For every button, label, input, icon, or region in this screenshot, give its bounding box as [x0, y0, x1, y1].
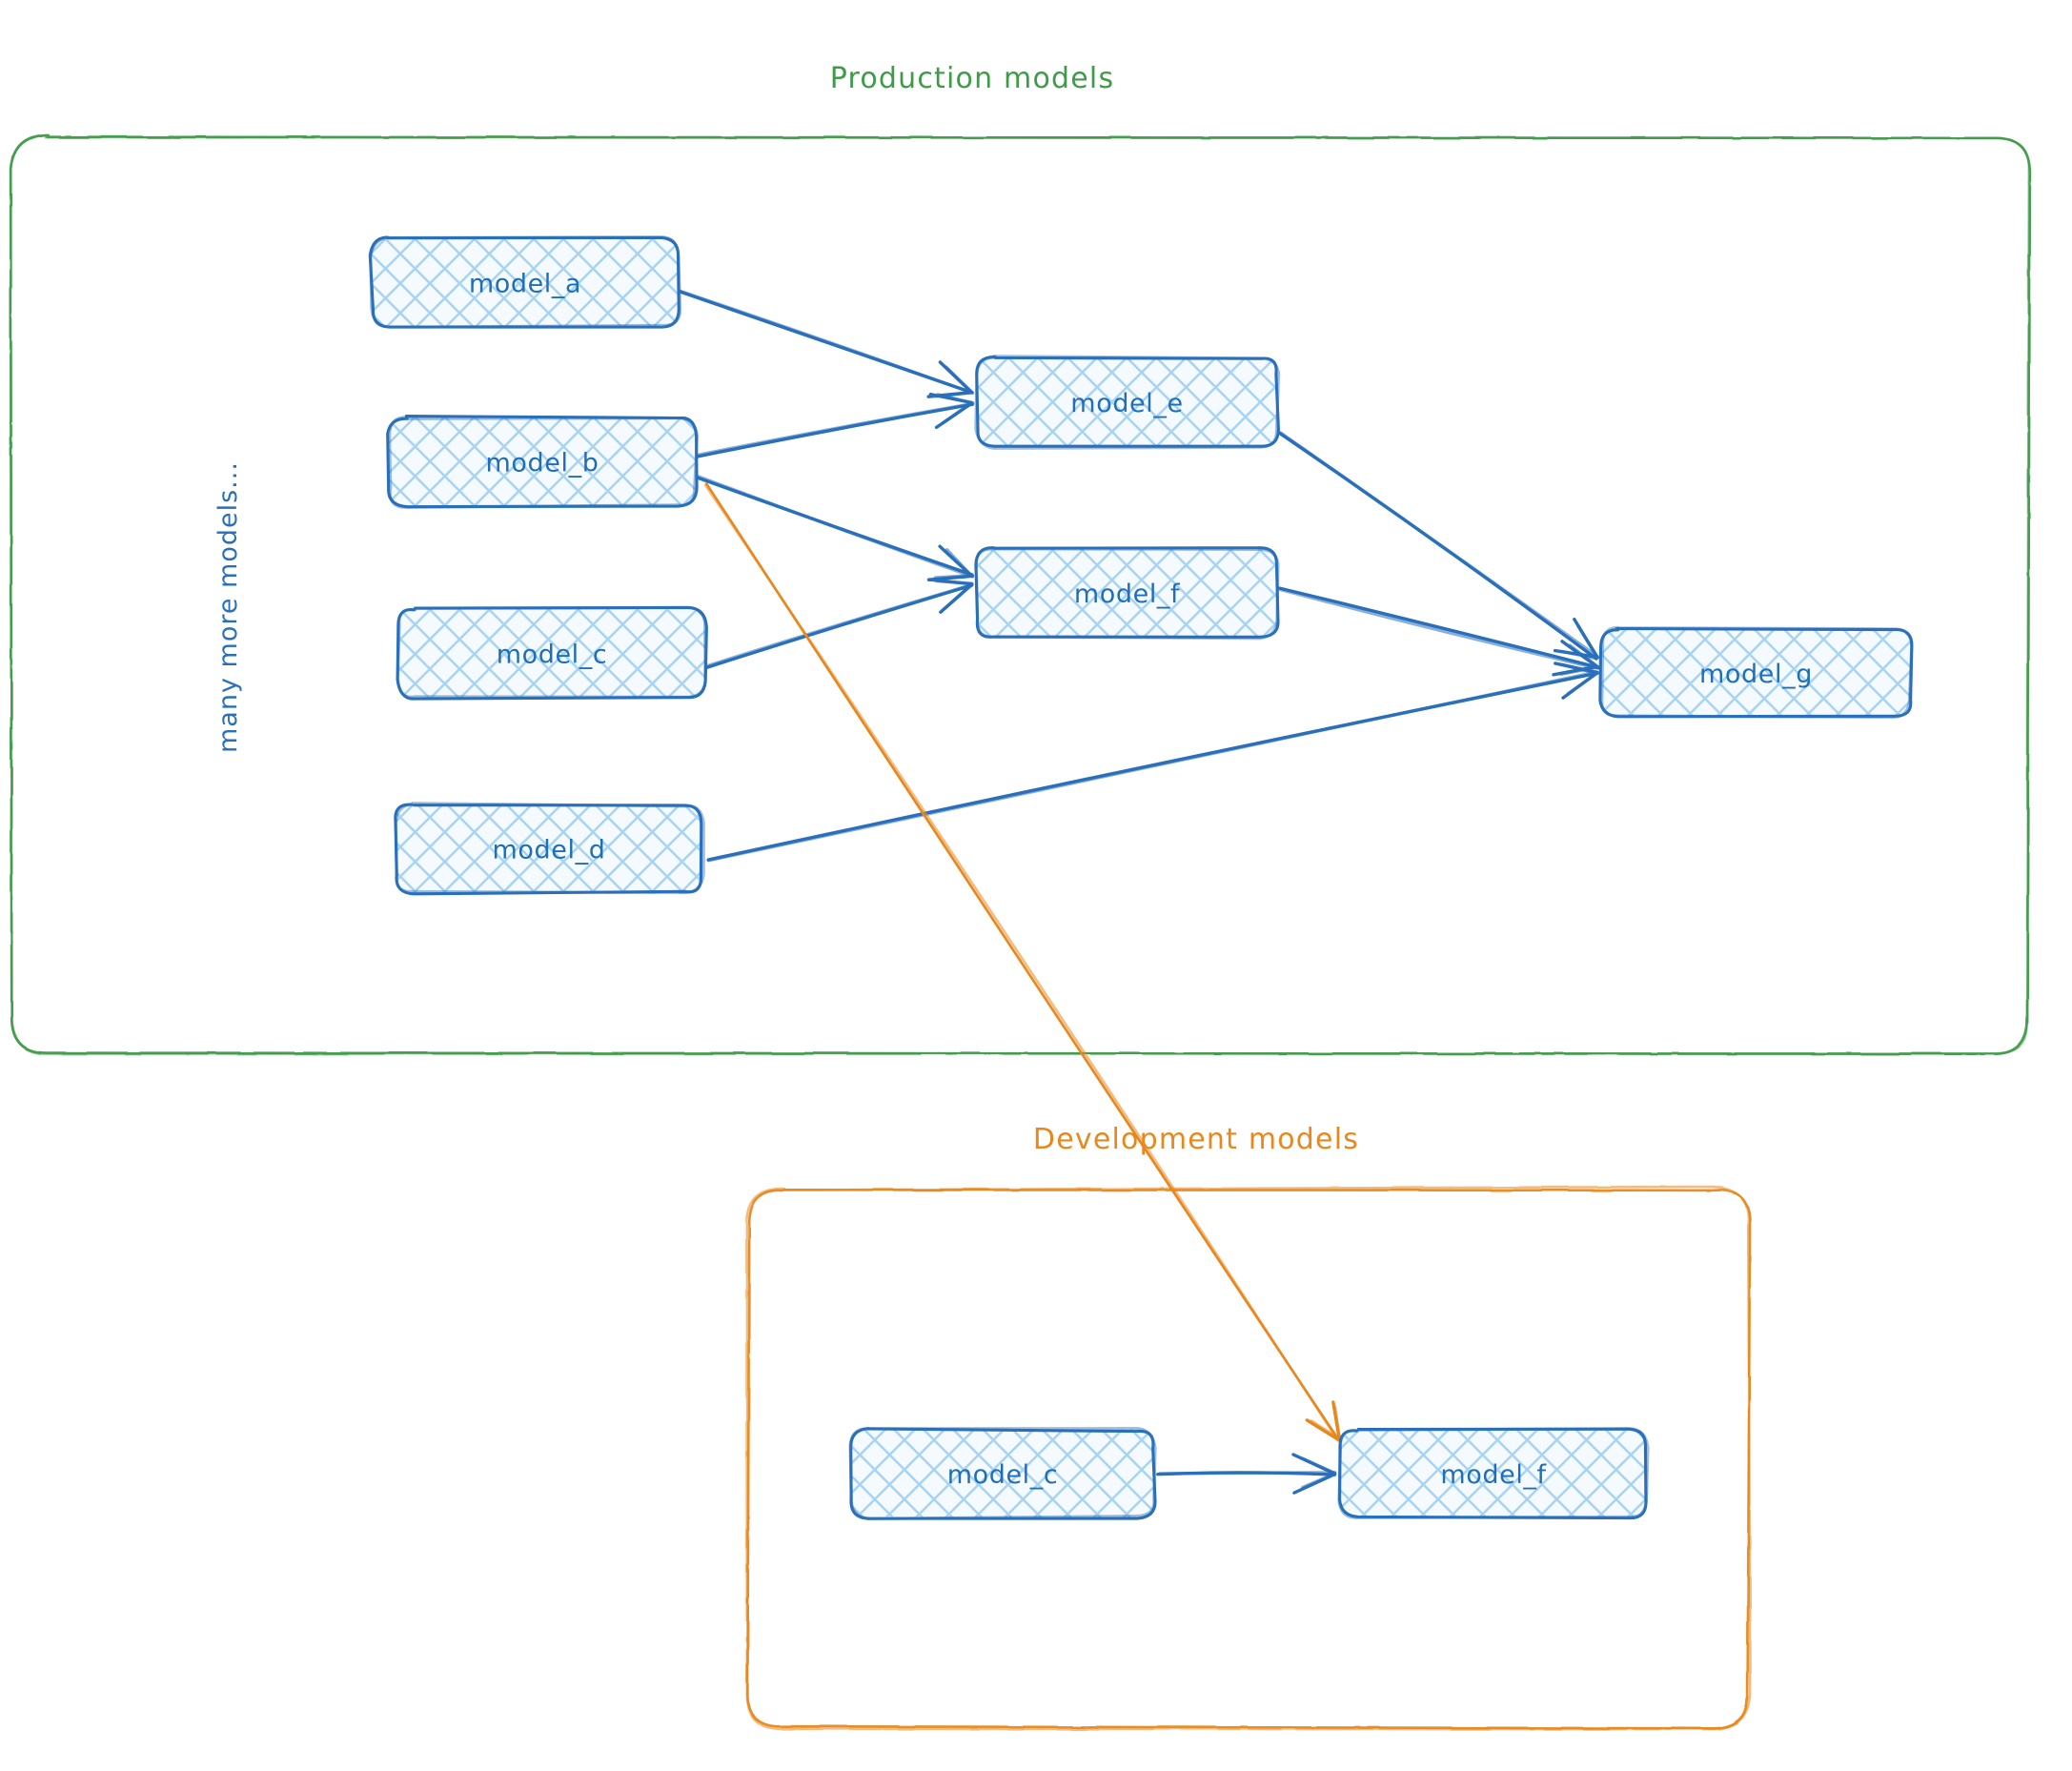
edge-line [699, 403, 973, 455]
group-title-development: Development models [1033, 1123, 1359, 1156]
node-label-model_d: model_d [493, 836, 606, 865]
node-model_f[interactable]: model_f [976, 547, 1278, 639]
node-model_c[interactable]: model_c [397, 607, 707, 699]
node-label-model_b: model_b [486, 449, 599, 478]
arrowhead [935, 576, 972, 578]
node-model_d[interactable]: model_d [395, 804, 703, 894]
node-label-model_g: model_g [1699, 660, 1813, 689]
edge-line [678, 290, 973, 393]
edge-line [1160, 1473, 1335, 1474]
edge-model_b-to-model_f [695, 476, 972, 580]
node-dev_model_f[interactable]: model_f [1339, 1429, 1648, 1518]
edge-dev_model_c-to-dev_model_f [1158, 1455, 1335, 1493]
edge-model_e-to-model_g [1280, 433, 1598, 659]
node-model_b[interactable]: model_b [388, 417, 698, 508]
node-dev_model_c[interactable]: model_c [850, 1429, 1155, 1519]
edge-model_d-to-model_g [708, 663, 1597, 861]
edge-line [1280, 588, 1598, 667]
edge-line [1280, 589, 1597, 668]
annotation-many-more: many more models... [213, 461, 243, 753]
node-model_a[interactable]: model_a [370, 237, 680, 328]
arrowhead [937, 581, 972, 584]
node-label-model_c: model_c [497, 641, 608, 670]
edge-model_f-to-model_g [1280, 588, 1598, 675]
node-label-dev_model_f: model_f [1440, 1460, 1547, 1490]
node-label-model_a: model_a [469, 270, 581, 299]
edge-model_c-to-model_f [706, 580, 972, 667]
node-label-dev_model_c: model_c [947, 1460, 1059, 1490]
edge-line [696, 476, 972, 577]
edge-line [709, 672, 1596, 861]
node-label-model_e: model_e [1070, 389, 1183, 418]
edge-line [706, 584, 972, 666]
node-model_g[interactable]: model_g [1600, 627, 1912, 717]
arrowhead [1311, 1421, 1339, 1439]
group-title-production: Production models [830, 62, 1115, 95]
node-label-model_f: model_f [1074, 580, 1181, 609]
nodes-layer: model_a model_b model_c model_d model_emodel… [370, 237, 1912, 1519]
edge-line [1281, 433, 1597, 657]
edges-layer [678, 290, 1598, 1493]
arrowhead [1303, 1458, 1335, 1473]
node-model_e[interactable]: model_e [976, 356, 1279, 449]
edge-model_a-to-model_e [678, 290, 973, 397]
edge-model_b-to-model_e [699, 395, 973, 457]
arrowhead [1303, 1474, 1334, 1487]
